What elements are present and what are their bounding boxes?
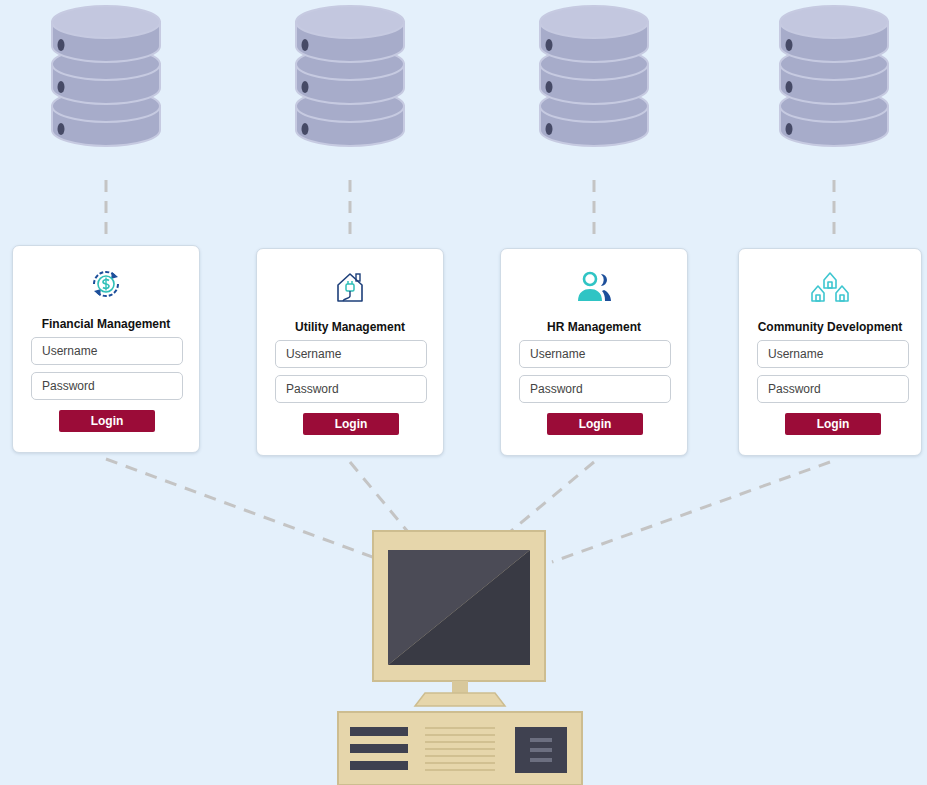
button-label: Login (547, 413, 643, 435)
field-placeholder: Username (32, 338, 182, 364)
dashed-link (349, 180, 352, 240)
login-card: Community DevelopmentUsernamePasswordLog… (738, 248, 922, 456)
field-placeholder: Username (276, 341, 426, 367)
card-title: Financial Management (13, 317, 199, 331)
login-button: Login (547, 413, 643, 435)
finance-icon (86, 264, 126, 304)
dashed-link (833, 180, 836, 240)
button-label: Login (303, 413, 399, 435)
login-button: Login (785, 413, 881, 435)
dashed-link (350, 462, 408, 532)
password-field: Password (757, 375, 909, 403)
database-icons (52, 6, 888, 146)
dashed-link (510, 462, 594, 532)
dashed-link (552, 462, 830, 562)
username-field: Username (757, 340, 909, 368)
username-field: Username (275, 340, 427, 368)
field-placeholder: Password (520, 376, 670, 402)
field-placeholder: Username (520, 341, 670, 367)
button-label: Login (785, 413, 881, 435)
database-cylinder (296, 6, 404, 146)
community-icon (808, 267, 852, 307)
field-placeholder: Password (276, 376, 426, 402)
login-card: Financial ManagementUsernamePasswordLogi… (12, 245, 200, 453)
card-title: Utility Management (257, 320, 443, 334)
field-placeholder: Password (758, 376, 908, 402)
button-label: Login (59, 410, 155, 432)
dashed-link (105, 180, 108, 240)
dashed-link (106, 459, 386, 562)
field-placeholder: Password (32, 373, 182, 399)
password-field: Password (519, 375, 671, 403)
utility-icon (330, 267, 370, 307)
username-field: Username (519, 340, 671, 368)
username-field: Username (31, 337, 183, 365)
login-button: Login (303, 413, 399, 435)
hr-icon (574, 267, 614, 307)
database-cylinder (52, 6, 160, 146)
dashed-links (106, 180, 834, 562)
login-card: Utility ManagementUsernamePasswordLogin (256, 248, 444, 456)
field-placeholder: Username (758, 341, 908, 367)
dashed-link (593, 180, 596, 240)
password-field: Password (275, 375, 427, 403)
password-field: Password (31, 372, 183, 400)
database-cylinder (780, 6, 888, 146)
login-card: HR ManagementUsernamePasswordLogin (500, 248, 688, 456)
computer-illustration (338, 531, 582, 785)
card-title: Community Development (739, 320, 921, 334)
database-cylinder (540, 6, 648, 146)
card-title: HR Management (501, 320, 687, 334)
login-button: Login (59, 410, 155, 432)
